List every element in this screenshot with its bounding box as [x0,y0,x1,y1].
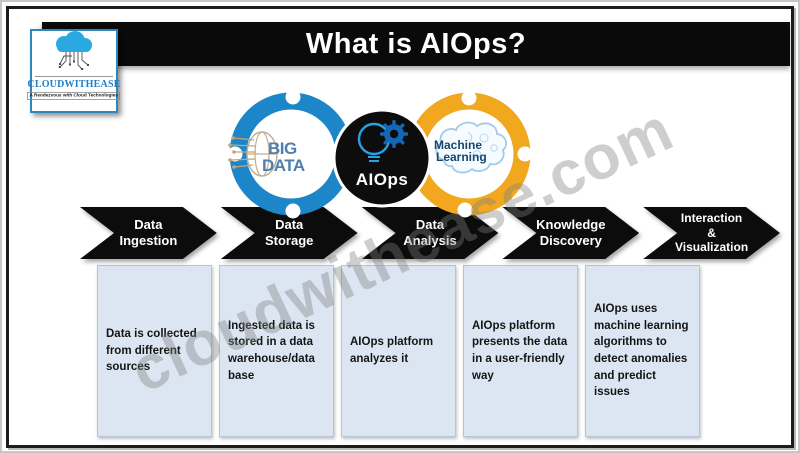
brand-tagline: A Rendezvous with Cloud Technologies [27,92,121,100]
cloud-circuit-icon [56,31,92,70]
step-description: AIOps uses machine learning algorithms t… [594,302,689,399]
brand-name: CLOUDWITHEASE [27,79,121,90]
big-data-ring [229,92,353,216]
pipeline-step: Interaction & Visualization [643,207,780,259]
brand-logo-card: CLOUDWITHEASE A Rendezvous with Cloud Te… [27,29,121,113]
circuit-globe-icon [228,131,278,177]
description-box: Data is collected from different sources [97,265,212,437]
machine-learning-label-line1: Machine [434,138,482,152]
bulb-gear-icon [357,120,408,162]
page-title: What is AIOps? [305,27,527,60]
step-description: AIOps platform presents the data in a us… [472,319,568,382]
description-box: Ingested data is stored in a data wareho… [219,265,334,437]
description-box-row: Data is collected from different sources… [97,265,700,437]
description-box: AIOps platform presents the data in a us… [463,265,578,437]
pipeline-step: Data Storage [221,207,358,259]
description-box: AIOps platform analyzes it [341,265,456,437]
step-description: AIOps platform analyzes it [350,336,434,365]
step-label: Data Analysis [403,216,457,248]
pipeline-arrow-row: Data Ingestion Data Storage Data Analysi… [80,207,780,259]
machine-learning-ring [407,92,531,216]
ring-dots [227,89,533,219]
step-label: Data Ingestion [119,216,178,248]
step-description: Ingested data is stored in a data wareho… [228,319,315,382]
big-data-label-line1: BIG [268,139,297,158]
big-data-label-line2: DATA [262,156,305,175]
brain-icon [435,121,508,174]
pipeline-step: Knowledge Discovery [502,207,639,259]
machine-learning-label-line2: Learning [436,150,487,164]
title-banner: What is AIOps? [42,22,790,66]
pipeline-step: Data Ingestion [80,207,217,259]
step-label: Knowledge Discovery [536,216,606,248]
aiops-label: AIOps [356,170,409,189]
aiops-center-circle [332,108,432,208]
logo-divider [35,76,113,77]
pipeline-step: Data Analysis [362,207,499,259]
step-description: Data is collected from different sources [106,327,197,374]
description-box: AIOps uses machine learning algorithms t… [585,265,700,437]
step-label: Data Storage [264,216,314,248]
step-label: Interaction & Visualization [675,211,749,255]
